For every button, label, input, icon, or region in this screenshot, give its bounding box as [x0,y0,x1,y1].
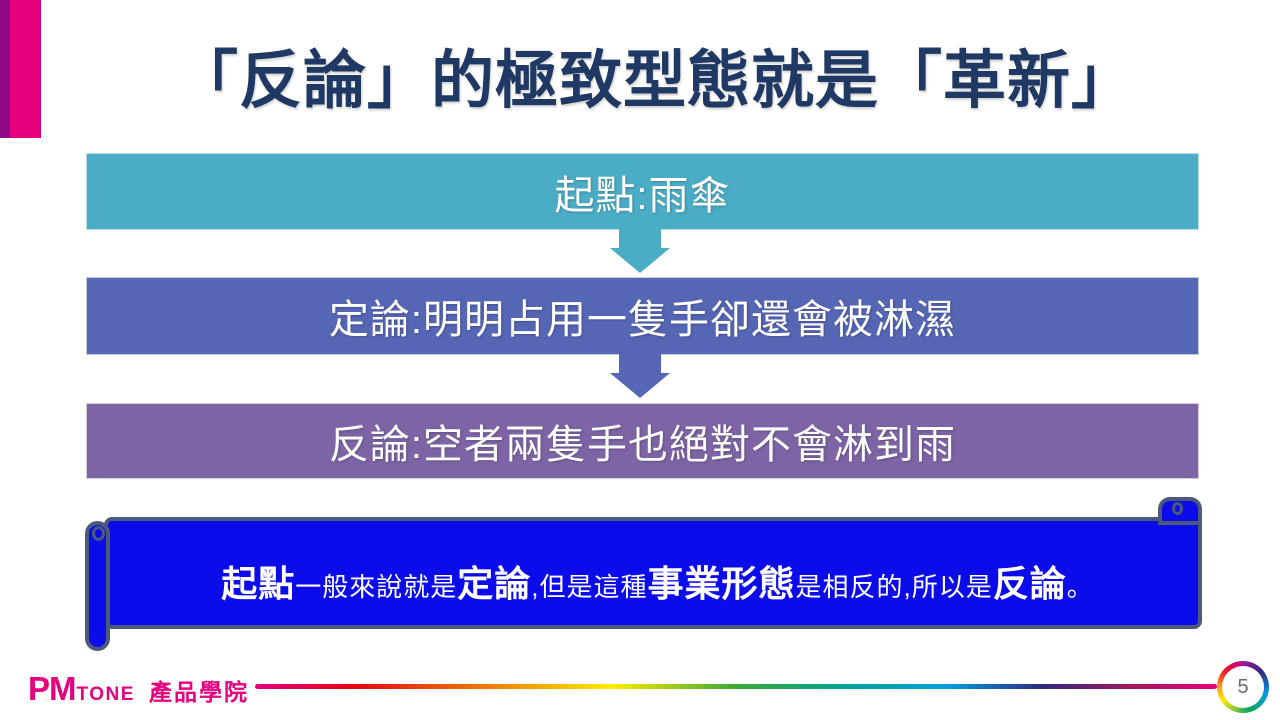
summary-segment: 起點 [221,563,296,604]
flow-step-origin: 起點:雨傘 [86,153,1199,230]
accent-bar-purple [0,0,10,138]
summary-segment: 是相反的,所以是 [795,572,993,602]
flow-step-antithesis-label: 反論:空者兩隻手也絕對不會淋到雨 [328,423,957,467]
down-arrow-icon [610,228,670,273]
down-arrow-icon [610,353,670,398]
page-number-badge: 5 [1217,661,1269,713]
summary-segment: 反論 [992,563,1067,604]
summary-segment: 一般來說就是 [295,572,458,602]
pmtone-logo: PM TONE 產品學院 [28,670,249,707]
logo-suffix-text: 產品學院 [148,679,249,705]
flow-step-origin-label: 起點:雨傘 [554,173,731,218]
summary-scroll-banner [104,517,1202,629]
summary-segment: 定論 [457,563,532,604]
summary-segment: 事業形態 [647,563,796,604]
flow-step-thesis-label: 定論:明明占用一隻手卻還會被淋濕 [328,298,957,342]
accent-bar-magenta [10,0,41,138]
summary-text: 起點 一般來說就是 定論 ,但是這種 事業形態 是相反的,所以是 反論 。 [120,517,1195,629]
summary-segment: ,但是這種 [531,572,648,602]
rainbow-divider [255,684,1217,689]
logo-pm-text: PM [28,670,76,707]
flow-step-thesis: 定論:明明占用一隻手卻還會被淋濕 [86,277,1199,355]
scroll-left-roll-curl [92,526,105,541]
logo-tone-text: TONE [76,684,135,705]
scroll-top-right-curl-dot [1172,502,1183,515]
summary-segment: 。 [1066,572,1094,602]
page-number: 5 [1222,666,1264,708]
slide-title: 「反論」的極致型態就是「革新」 [175,45,1135,116]
scroll-left-roll [85,521,110,651]
flow-step-antithesis: 反論:空者兩隻手也絕對不會淋到雨 [86,403,1199,479]
